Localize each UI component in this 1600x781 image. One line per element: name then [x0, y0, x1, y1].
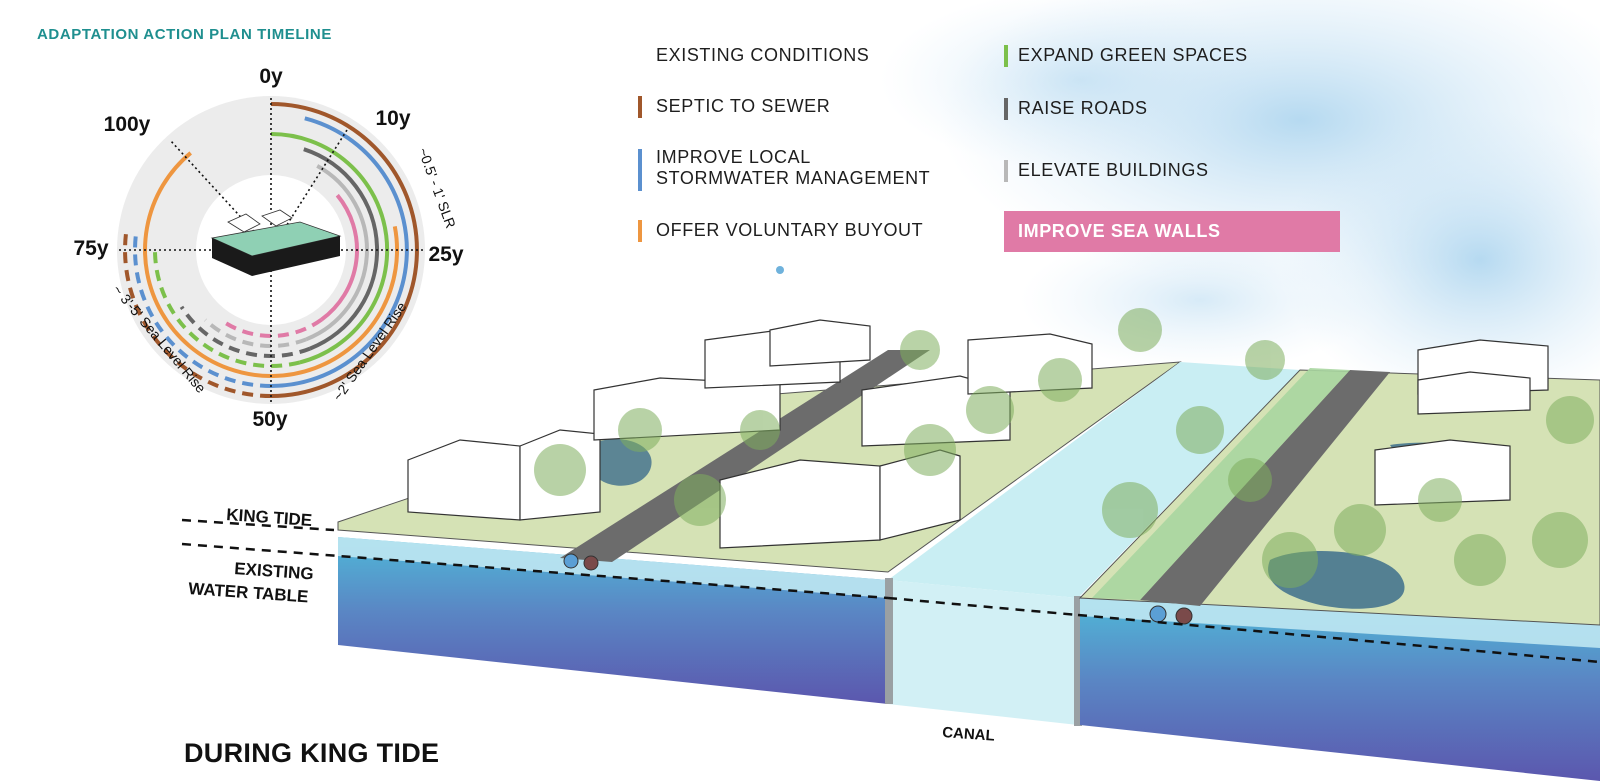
- left-road: [560, 350, 930, 562]
- canal-label: CANAL: [942, 724, 996, 745]
- timeline-title: ADAPTATION ACTION PLAN TIMELINE: [37, 26, 332, 43]
- legend-buildings-swatch: [1004, 160, 1008, 182]
- arc-seawalls-solid: [320, 193, 360, 322]
- caption-title: DURING KING TIDE: [184, 738, 440, 768]
- existing-label: EXISTING: [234, 559, 314, 583]
- trees: [534, 308, 1594, 588]
- arc-buyout-solid: [143, 151, 399, 378]
- legend-existing-label: EXISTING CONDITIONS: [656, 45, 870, 65]
- legend-roads-label: RAISE ROADS: [1018, 98, 1148, 118]
- legend-buyout-label: OFFER VOLUNTARY BUYOUT: [656, 220, 924, 240]
- arc-seawalls-dashed: [219, 317, 323, 338]
- mark-100y: 100y: [104, 113, 151, 136]
- cross-section: KING TIDE EXISTING WATER TABLE CANAL: [181, 308, 1600, 781]
- canal-front: [888, 580, 1078, 725]
- timeline-wheel: 0y 10y 25y 50y 75y 100y ~0.5' - 1' SLR ~…: [73, 65, 463, 431]
- legend-green-label: EXPAND GREEN SPACES: [1018, 45, 1248, 65]
- legend-roads-swatch: [1004, 98, 1008, 120]
- king-tide-label: KING TIDE: [226, 505, 313, 530]
- water-table-line-left: [181, 542, 889, 600]
- legend-buildings-label: ELEVATE BUILDINGS: [1018, 160, 1209, 180]
- pipe-storm-right: [1149, 605, 1167, 623]
- legend-seawalls-label: IMPROVE SEA WALLS: [1018, 221, 1221, 241]
- mark-10y: 10y: [375, 107, 410, 130]
- legend-stormwater-label-2: STORMWATER MANAGEMENT: [656, 168, 931, 188]
- arc-buildings-dashed: [203, 318, 308, 348]
- pipe-storm-left: [563, 553, 579, 569]
- arc-roads-solid: [303, 147, 380, 351]
- arc-stormwater-dashed: [133, 232, 272, 388]
- water-table-label: WATER TABLE: [188, 579, 309, 606]
- pipe-sewer-right: [1175, 607, 1193, 625]
- legend-septic-swatch: [638, 96, 642, 118]
- legend-seawalls: IMPROVE SEA WALLS: [1004, 211, 1340, 252]
- mark-50y: 50y: [252, 408, 287, 431]
- arc-green-solid: [270, 132, 390, 365]
- arc-roads-dashed: [179, 305, 311, 359]
- hub-illustration: [210, 209, 342, 276]
- legend-septic-label: SEPTIC TO SEWER: [656, 96, 831, 116]
- legend-stormwater-swatch: [638, 149, 642, 191]
- legend-green-swatch: [1004, 45, 1008, 67]
- right-block-water: [1080, 598, 1600, 781]
- slr-label-1: ~0.5' - 1' SLR: [415, 146, 459, 231]
- arc-green-dashed: [153, 249, 301, 369]
- arc-stormwater-solid: [270, 116, 409, 388]
- mark-0y: 0y: [259, 65, 283, 88]
- buildings-right: [1374, 339, 1549, 506]
- pipe-sewer-left: [583, 555, 599, 571]
- water-table-line-right: [1077, 613, 1600, 664]
- legend-buyout-swatch: [638, 220, 642, 242]
- mark-75y: 75y: [73, 237, 108, 260]
- arc-buildings-solid: [305, 164, 369, 342]
- mark-25y: 25y: [428, 243, 463, 266]
- legend-stormwater-label-1: IMPROVE LOCAL: [656, 147, 811, 167]
